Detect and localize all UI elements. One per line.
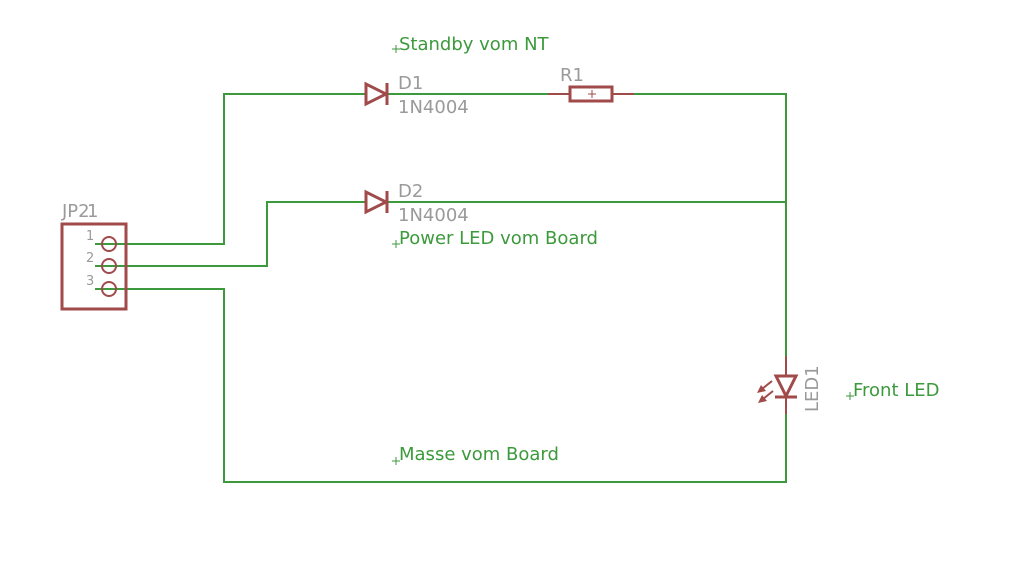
wire-pin1-to-d1 [95, 93, 365, 245]
connector-jp2: JP2 1 1 2 3 [60, 201, 128, 311]
diode-d2: D2 1N4004 [364, 181, 469, 226]
net-label-standby: Standby vom NT [399, 34, 550, 55]
diode-d2-triangle [364, 189, 390, 215]
connector-pin-1 [101, 236, 117, 252]
diode-d1: D1 1N4004 [364, 73, 469, 118]
connector-name-overlay: 1 [87, 201, 98, 222]
net-label-power-led: Power LED vom Board [399, 228, 598, 249]
net-label-ground: Masse vom Board [399, 444, 559, 465]
diode-d1-name: D1 [398, 73, 423, 94]
led-arrow-2 [762, 390, 774, 400]
diode-d2-value: 1N4004 [398, 205, 469, 226]
led-name: LED1 [802, 365, 823, 412]
connector-name: JP2 [61, 201, 90, 222]
net-labels: Standby vom NT Power LED vom Board Front… [392, 34, 940, 465]
diode-d2-name: D2 [398, 181, 423, 202]
resistor-r1-name: R1 [560, 65, 584, 86]
wire-r1-to-led [633, 93, 787, 357]
connector-pin-number-2: 2 [86, 251, 94, 266]
connector-pin-number-1: 1 [86, 229, 94, 244]
net-label-front-led: Front LED [853, 380, 940, 401]
resistor-r1: R1 [548, 65, 634, 103]
resistor-body [568, 85, 614, 103]
connector-pin-3 [101, 281, 117, 297]
connector-pin-number-3: 3 [86, 274, 94, 289]
wire-pin3-ground [95, 288, 787, 483]
diode-d1-value: 1N4004 [398, 97, 469, 118]
diode-d1-triangle [364, 81, 390, 107]
wires [95, 93, 787, 483]
led-arrowhead-2 [758, 395, 767, 403]
led-arrowhead-1 [757, 385, 766, 393]
connector-pin-2 [101, 258, 117, 274]
led-led1: LED1 [757, 356, 823, 414]
led-arrow-1 [761, 380, 773, 390]
led-triangle [773, 374, 799, 400]
connector-body [60, 222, 128, 311]
wire-pin2-to-d2 [95, 201, 365, 267]
